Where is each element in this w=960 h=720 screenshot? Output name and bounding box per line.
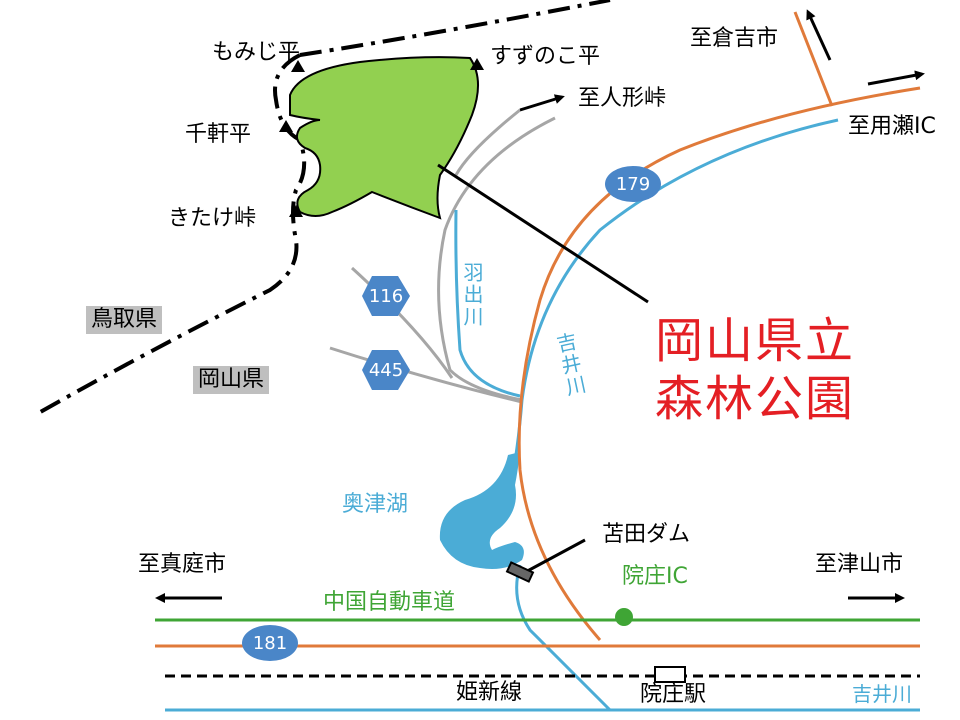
arrow-kurayoshi bbox=[806, 9, 832, 61]
route-181-number: 181 bbox=[252, 633, 288, 654]
okutsu-lake bbox=[439, 452, 524, 569]
tottori-prefecture-label: 鳥取県 bbox=[86, 306, 163, 334]
peak-sengen-marker bbox=[279, 120, 293, 132]
dam-pointer-line bbox=[519, 538, 586, 577]
yoshii-river-lower bbox=[515, 564, 612, 712]
innosho-ic-dot bbox=[615, 608, 633, 626]
chugoku-expressway-label: 中国自動車道 bbox=[323, 590, 456, 615]
route-116-badge bbox=[362, 276, 410, 316]
arrow-mochigase-ic bbox=[867, 70, 925, 86]
peak-suzunoko-label: すずのこ平 bbox=[490, 44, 601, 69]
peak-kitake-label: きたけ峠 bbox=[168, 206, 257, 231]
forest-park-area bbox=[289, 56, 479, 220]
park-title: 岡山県立 森林公園 bbox=[655, 312, 855, 428]
route-179-number: 179 bbox=[615, 174, 651, 195]
road-116 bbox=[350, 266, 454, 379]
direction-maniwa-label: 至真庭市 bbox=[138, 552, 227, 577]
kishin-line-label: 姫新線 bbox=[456, 680, 523, 705]
route-181-badge bbox=[242, 625, 298, 661]
prefecture-border bbox=[299, 0, 611, 57]
peak-suzunoko-marker bbox=[470, 58, 484, 70]
road-ningyo-branch bbox=[454, 108, 521, 176]
okayama-prefecture-label: 岡山県 bbox=[193, 366, 270, 394]
direction-mochigase-ic-label: 至用瀬IC bbox=[848, 114, 936, 139]
route-445-number: 445 bbox=[368, 360, 404, 381]
prefecture-border-west bbox=[34, 53, 307, 417]
direction-ningyo-label: 至人形峠 bbox=[578, 86, 667, 111]
road-to-kurayoshi bbox=[793, 11, 834, 107]
direction-tsuyama-label: 至津山市 bbox=[815, 552, 904, 577]
route-179-road bbox=[517, 86, 921, 641]
arrow-ningyo bbox=[519, 94, 565, 112]
yoshii-river bbox=[508, 118, 839, 491]
park-title-line1: 岡山県立 bbox=[655, 313, 856, 369]
hade-river-label: 羽出川 bbox=[460, 262, 484, 328]
route-116-number: 116 bbox=[368, 286, 404, 307]
innosho-station-label: 院庄駅 bbox=[640, 682, 707, 707]
peak-sengen-label: 千軒平 bbox=[185, 122, 252, 147]
tomata-dam-label: 苫田ダム bbox=[602, 522, 691, 547]
park-title-line2: 森林公園 bbox=[655, 371, 856, 427]
tomata-dam-marker bbox=[505, 561, 535, 583]
park-pointer-line bbox=[437, 163, 649, 304]
peak-kitake-marker bbox=[289, 205, 303, 217]
road-445 bbox=[329, 346, 523, 404]
okutsu-lake-label: 奥津湖 bbox=[342, 492, 409, 517]
road-ningyo bbox=[437, 116, 556, 402]
route-445-badge bbox=[362, 350, 410, 390]
direction-kurayoshi-label: 至倉吉市 bbox=[690, 26, 779, 51]
yoshii-river-bottom-label: 吉井川 bbox=[852, 682, 912, 706]
peak-momiji-marker bbox=[291, 60, 305, 72]
hade-river bbox=[454, 209, 521, 398]
innosho-ic-label: 院庄IC bbox=[622, 564, 688, 589]
innosho-station-box bbox=[654, 666, 686, 683]
peak-momiji-label: もみじ平 bbox=[212, 40, 301, 65]
route-179-badge bbox=[605, 166, 661, 202]
